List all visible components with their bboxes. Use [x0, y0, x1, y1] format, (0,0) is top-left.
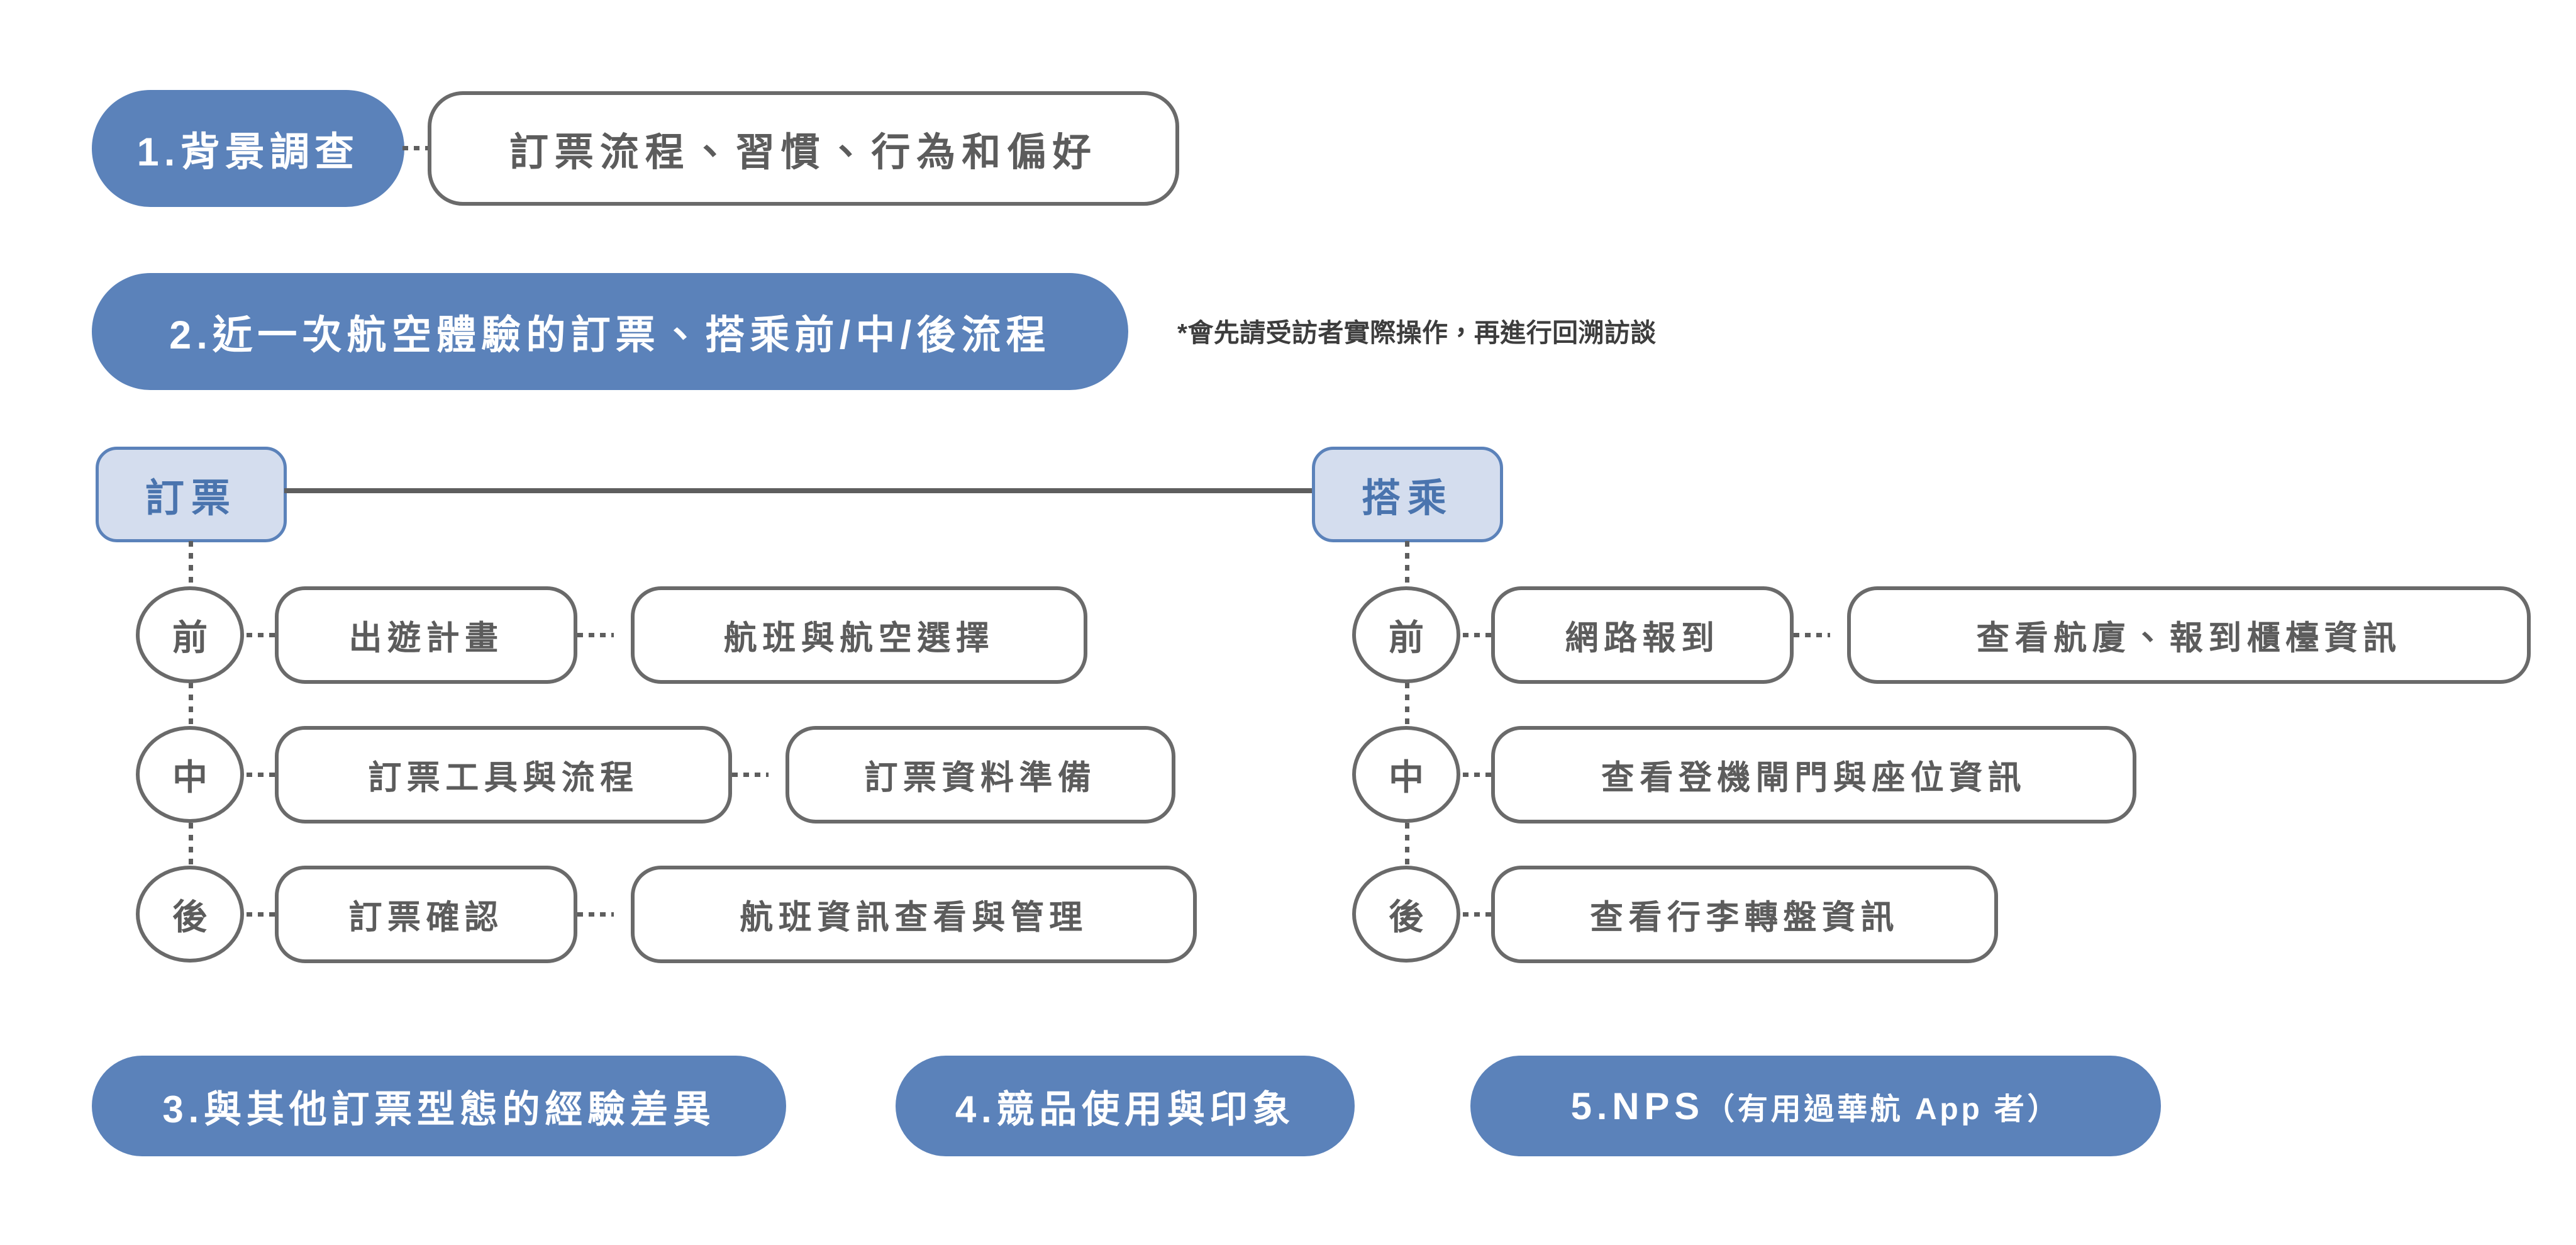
- connector-boarding-spine-2: [1405, 823, 1409, 876]
- connector-booking-spine-2: [189, 823, 193, 876]
- branch-header-booking[interactable]: 訂票: [96, 447, 287, 542]
- connector-boarding-spine-1: [1405, 683, 1409, 735]
- connector-booking-before-a: [247, 633, 278, 637]
- stage-marker-boarding-after[interactable]: 後: [1352, 866, 1460, 963]
- section-1-pill[interactable]: 1.背景調查: [92, 90, 404, 207]
- stage-marker-booking-after[interactable]: 後: [136, 866, 244, 963]
- step-boarding-before-1[interactable]: 網路報到: [1491, 586, 1794, 684]
- stage-marker-booking-during[interactable]: 中: [136, 726, 244, 823]
- connector-booking-during-b: [732, 773, 769, 777]
- connector-boarding-during-a: [1463, 773, 1494, 777]
- stage-marker-booking-before[interactable]: 前: [136, 586, 244, 683]
- step-booking-during-2[interactable]: 訂票資料準備: [786, 726, 1175, 823]
- connector-booking-spine-top: [189, 541, 193, 586]
- connector-booking-during-a: [247, 773, 278, 777]
- connector-booking-after-b: [577, 912, 614, 917]
- stage-marker-boarding-before[interactable]: 前: [1352, 586, 1460, 683]
- section-5-label-paren: （有用過華航 App 者）: [1704, 1093, 2061, 1126]
- connector-branch-link: [284, 488, 1316, 493]
- connector-section1-dotted: [402, 146, 437, 150]
- connector-boarding-after-a: [1463, 912, 1494, 917]
- step-booking-before-2[interactable]: 航班與航空選擇: [631, 586, 1087, 684]
- step-boarding-before-2[interactable]: 查看航廈、報到櫃檯資訊: [1847, 586, 2531, 684]
- section-2-pill[interactable]: 2.近一次航空體驗的訂票、搭乘前/中/後流程: [92, 273, 1128, 390]
- step-booking-after-2[interactable]: 航班資訊查看與管理: [631, 866, 1197, 963]
- step-booking-during-1[interactable]: 訂票工具與流程: [275, 726, 732, 823]
- section-1-detail-box[interactable]: 訂票流程、習慣、行為和偏好: [428, 91, 1179, 206]
- connector-boarding-before-b: [1794, 633, 1830, 637]
- connector-booking-spine-1: [189, 683, 193, 735]
- stage-marker-boarding-during[interactable]: 中: [1352, 726, 1460, 823]
- step-booking-after-1[interactable]: 訂票確認: [275, 866, 577, 963]
- connector-boarding-before-a: [1463, 633, 1494, 637]
- connector-booking-after-a: [247, 912, 278, 917]
- connector-boarding-spine-top: [1405, 541, 1409, 586]
- step-boarding-during-1[interactable]: 查看登機閘門與座位資訊: [1491, 726, 2136, 823]
- section-5-pill[interactable]: 5.NPS（有用過華航 App 者）: [1470, 1056, 2161, 1156]
- step-booking-before-1[interactable]: 出遊計畫: [275, 586, 577, 684]
- connector-booking-before-b: [577, 633, 614, 637]
- section-4-pill[interactable]: 4.競品使用與印象: [896, 1056, 1355, 1156]
- section-5-label-main: 5.NPS: [1570, 1085, 1705, 1127]
- section-2-note: *會先請受訪者實際操作，再進行回溯訪談: [1177, 318, 1657, 347]
- branch-header-boarding[interactable]: 搭乘: [1312, 447, 1503, 542]
- step-boarding-after-1[interactable]: 查看行李轉盤資訊: [1491, 866, 1998, 963]
- section-3-pill[interactable]: 3.與其他訂票型態的經驗差異: [92, 1056, 786, 1156]
